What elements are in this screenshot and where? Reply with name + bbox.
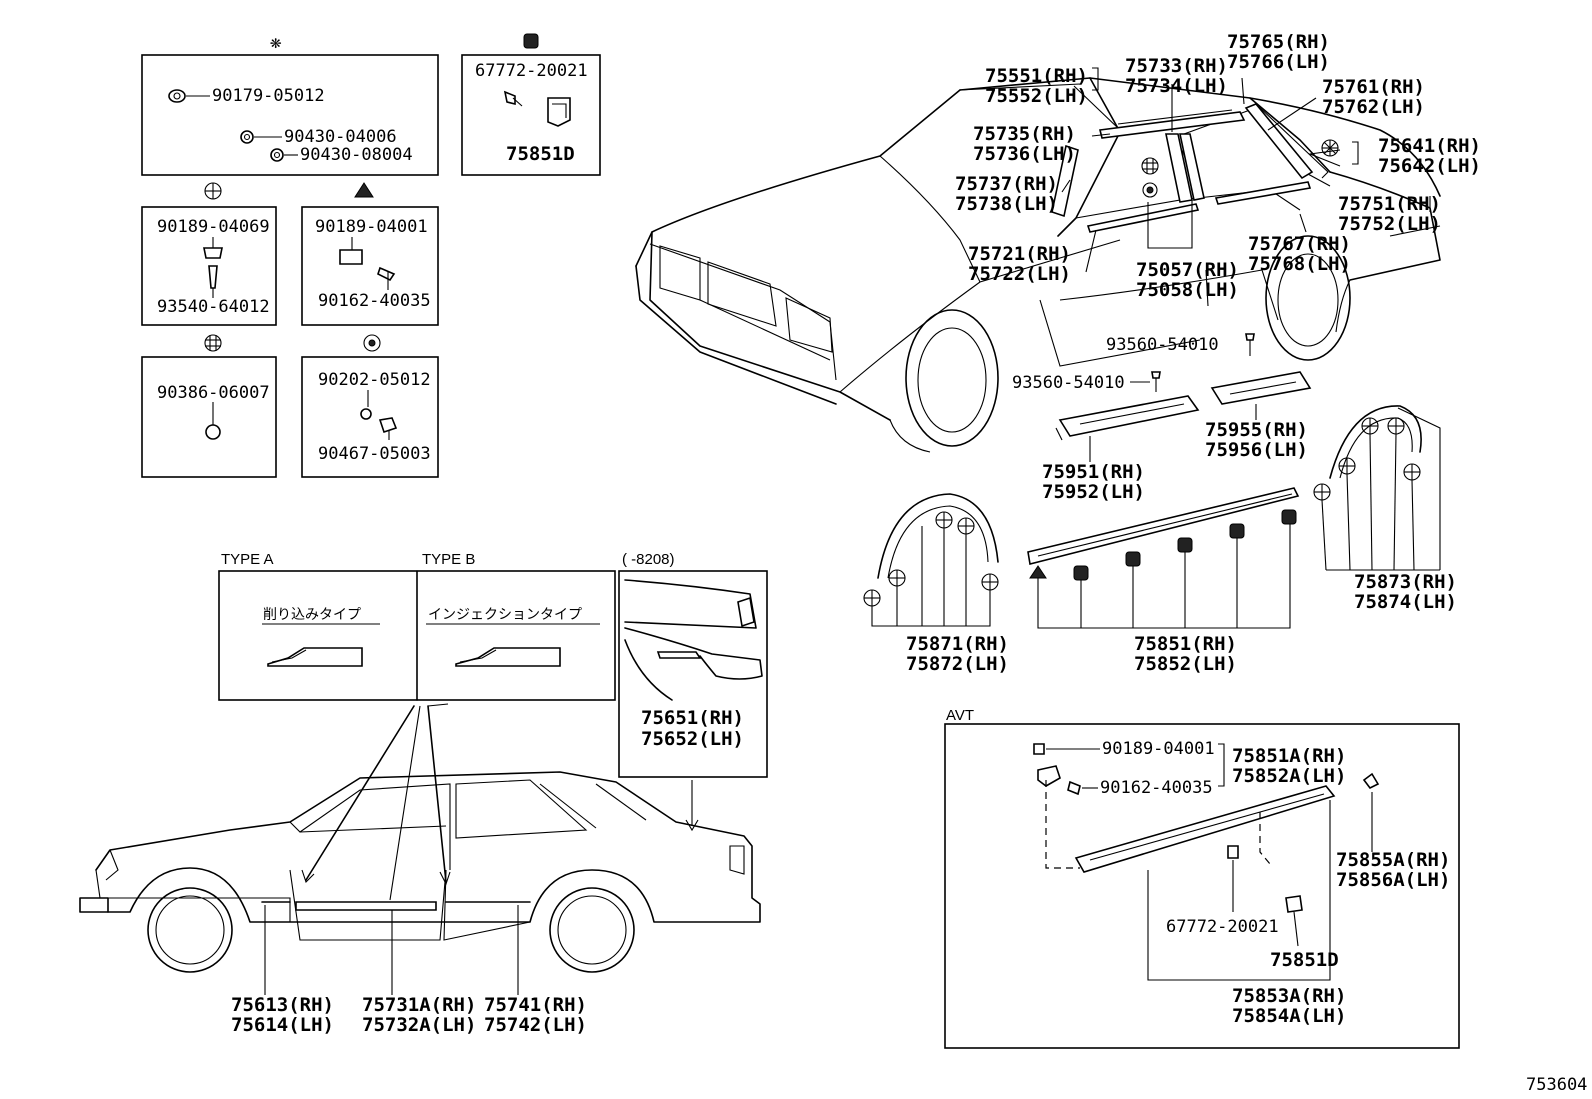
part-75955-rh: 75955(RH)	[1205, 419, 1308, 441]
part-90189-04069: 90189-04069	[157, 217, 270, 237]
scuff-plates: 93560-54010 93560-54010 75955(RH) 75956(…	[1012, 333, 1312, 503]
part-75551-rh: 75551(RH)	[985, 65, 1088, 87]
grid-symbol-icon	[204, 334, 222, 352]
part-90179-05012: 90179-05012	[212, 86, 325, 106]
triangle-symbol-icon	[354, 182, 374, 198]
part-75058-lh: 75058(LH)	[1136, 279, 1239, 301]
fastener-box-1: ❋ 90179-05012 90430-04006 90430-08004	[141, 31, 439, 176]
part-75752-lh: 75752(LH)	[1338, 213, 1441, 235]
part-90467-05003: 90467-05003	[318, 444, 431, 464]
part-75613-rh: 75613(RH)	[231, 994, 334, 1016]
avt-part-75851A-rh: 75851A(RH)	[1232, 745, 1346, 767]
part-75731A-rh: 75731A(RH)	[362, 994, 476, 1016]
fastener-box-2: 67772-20021 75851D	[461, 33, 601, 176]
avt-part-90189-04001: 90189-04001	[1102, 739, 1215, 759]
part-75738-lh: 75738(LH)	[955, 193, 1058, 215]
avt-part-75856A-lh: 75856A(LH)	[1336, 869, 1450, 891]
part-75734-lh: 75734(LH)	[1125, 75, 1228, 97]
type-b-label: TYPE B	[422, 551, 475, 568]
part-67772-20021: 67772-20021	[475, 61, 588, 81]
avt-part-75855A-rh: 75855A(RH)	[1336, 849, 1450, 871]
part-75737-rh: 75737(RH)	[955, 173, 1058, 195]
fastener-box-5: 90386-06007	[141, 334, 277, 478]
part-90162-40035: 90162-40035	[318, 291, 431, 311]
part-75741-rh: 75741(RH)	[484, 994, 587, 1016]
part-75852-lh: 75852(LH)	[1134, 653, 1237, 675]
part-75735-rh: 75735(RH)	[973, 123, 1076, 145]
side-view-sedan	[79, 771, 761, 995]
part-90202-05012: 90202-05012	[318, 370, 431, 390]
box-symbol-asterisk: ❋	[270, 31, 282, 53]
part-90386-06007: 90386-06007	[157, 383, 270, 403]
rocker-molding: 75851(RH) 75852(LH)	[1027, 487, 1300, 675]
part-75767-rh: 75767(RH)	[1248, 233, 1351, 255]
type-a-description: 削り込みタイプ	[263, 607, 361, 623]
type-panel: TYPE A TYPE B ( -8208) 削り込みタイプ インジェクションタ…	[218, 551, 768, 901]
part-75742-lh: 75742(LH)	[484, 1014, 587, 1036]
avt-part-75853A-rh: 75853A(RH)	[1232, 985, 1346, 1007]
part-75851D: 75851D	[506, 143, 575, 165]
front-arch-molding: 75871(RH) 75872(LH)	[863, 493, 1009, 675]
part-75736-lh: 75736(LH)	[973, 143, 1076, 165]
part-75766-lh: 75766(LH)	[1227, 51, 1330, 73]
part-75732A-lh: 75732A(LH)	[362, 1014, 476, 1036]
avt-part-90162-40035: 90162-40035	[1100, 778, 1213, 798]
part-75641-rh: 75641(RH)	[1378, 135, 1481, 157]
part-93560-54010-upper: 93560-54010	[1106, 335, 1219, 355]
part-75874-lh: 75874(LH)	[1354, 591, 1457, 613]
part-75552-lh: 75552(LH)	[985, 85, 1088, 107]
part-90430-08004: 90430-08004	[300, 145, 413, 165]
avt-part-75854A-lh: 75854A(LH)	[1232, 1005, 1346, 1027]
square-symbol-icon	[523, 33, 539, 49]
part-75768-lh: 75768(LH)	[1248, 253, 1351, 275]
part-75761-rh: 75761(RH)	[1322, 76, 1425, 98]
avt-part-75852A-lh: 75852A(LH)	[1232, 765, 1346, 787]
avt-part-67772-20021: 67772-20021	[1166, 917, 1279, 937]
part-75642-lh: 75642(LH)	[1378, 155, 1481, 177]
part-75651-rh: 75651(RH)	[641, 707, 744, 729]
part-93540-64012: 93540-64012	[157, 297, 270, 317]
type-a-label: TYPE A	[221, 551, 274, 568]
part-90430-04006: 90430-04006	[284, 127, 397, 147]
avt-label: AVT	[946, 707, 974, 724]
avt-part-75851D: 75851D	[1270, 949, 1339, 971]
part-75765-rh: 75765(RH)	[1227, 31, 1330, 53]
avt-panel: AVT 90189-04001 90162-40035 75851A(RH) 7…	[944, 707, 1460, 1049]
perspective-sedan	[635, 77, 1441, 453]
part-75873-rh: 75873(RH)	[1354, 571, 1457, 593]
part-75952-lh: 75952(LH)	[1042, 481, 1145, 503]
part-90189-04001: 90189-04001	[315, 217, 428, 237]
part-75871-rh: 75871(RH)	[906, 633, 1009, 655]
part-75951-rh: 75951(RH)	[1042, 461, 1145, 483]
diagram-id: 753604	[1526, 1075, 1587, 1095]
fastener-box-6: 90202-05012 90467-05003	[301, 334, 439, 478]
type-b-description: インジェクションタイプ	[428, 607, 582, 623]
part-75614-lh: 75614(LH)	[231, 1014, 334, 1036]
part-75721-rh: 75721(RH)	[968, 243, 1071, 265]
rear-arch-molding: 75873(RH) 75874(LH)	[1313, 405, 1457, 613]
fastener-box-4: 90189-04001 90162-40035	[301, 182, 439, 326]
part-75851-rh: 75851(RH)	[1134, 633, 1237, 655]
part-75872-lh: 75872(LH)	[906, 653, 1009, 675]
dot-symbol-icon	[363, 334, 381, 352]
part-75722-lh: 75722(LH)	[968, 263, 1071, 285]
part-75733-rh: 75733(RH)	[1125, 55, 1228, 77]
fastener-box-3: 90189-04069 93540-64012	[141, 182, 277, 326]
part-75751-rh: 75751(RH)	[1338, 193, 1441, 215]
part-75652-lh: 75652(LH)	[641, 728, 744, 750]
part-75057-rh: 75057(RH)	[1136, 259, 1239, 281]
part-75956-lh: 75956(LH)	[1205, 439, 1308, 461]
part-75762-lh: 75762(LH)	[1322, 96, 1425, 118]
range-label: ( -8208)	[622, 551, 675, 568]
part-93560-54010-lower: 93560-54010	[1012, 373, 1125, 393]
